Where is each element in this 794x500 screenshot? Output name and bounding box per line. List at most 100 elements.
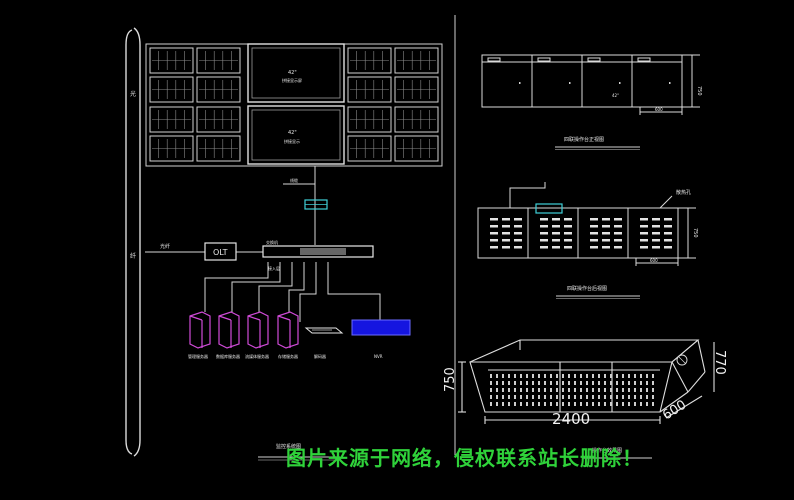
console-3d-slot [568,402,570,406]
console-3d-slot [574,388,576,392]
front-dots [519,82,671,84]
front-dim-height: 750 [696,86,702,96]
console-front-view [481,54,700,115]
wall-monitor-cell [347,47,392,74]
network-switch [262,245,374,258]
console-3d-slot [550,402,552,406]
console-3d-dim-depth: 600 [660,398,689,424]
console-3d-slot [502,374,504,378]
console-3d-slot [598,374,600,378]
console-3d-slot [496,402,498,406]
console-3d-slot [604,374,606,378]
console-3d-slot [586,388,588,392]
console-3d-slot [646,395,648,399]
console-3d-slot [580,388,582,392]
console-3d-slot [610,402,612,406]
rear-vent-slots [490,218,672,249]
console-3d-slot [640,402,642,406]
rear-vent-slot [490,225,498,228]
decoder-device [304,327,344,334]
console-3d-slots [490,374,654,406]
console-3d-slot [532,395,534,399]
console-3d-slot [586,374,588,378]
large-screen-top-size: 42" [288,70,297,76]
rear-vent-slot [590,246,598,249]
wall-monitor-cell [347,76,392,103]
console-3d-slot [532,374,534,378]
console-3d-slot [580,374,582,378]
console-3d-slot [592,374,594,378]
console-3d-slot [652,402,654,406]
console-3d-slot [544,402,546,406]
console-3d-slot [544,395,546,399]
console-3d-slot [628,388,630,392]
wall-monitor-cell [394,106,439,133]
console-3d-slot [610,388,612,392]
console-3d-slot [598,381,600,385]
rear-vent-slot [564,232,572,235]
console-3d-caption: 操作台效果图 [592,447,622,454]
wall-monitor-cell [394,47,439,74]
console-3d-slot [616,402,618,406]
console-3d-slot [532,381,534,385]
device-label-4: 存储服务器 [278,353,298,359]
console-3d-slot [520,381,522,385]
rear-vent-slot [640,225,648,228]
console-3d-slot [592,402,594,406]
console-3d-slot [526,374,528,378]
device-label-5: 解码器 [314,353,326,359]
rear-vent-slot [502,225,510,228]
video-wall: 42" 拼接显示屏 42" 拼接显示 [145,43,443,167]
rear-vent-slot [540,218,548,221]
rear-vent-slot [602,239,610,242]
large-screen-top-name: 拼接显示屏 [282,77,302,83]
console-3d-slot [502,402,504,406]
console-3d-slot [646,388,648,392]
console-3d-slot [544,388,546,392]
rear-vent-slot [652,239,660,242]
console-3d-slot [574,381,576,385]
rear-vent-slot [652,225,660,228]
rear-vent-slot [552,246,560,249]
console-3d-slot [508,381,510,385]
rear-vent-slot [590,232,598,235]
console-3d-slot [598,388,600,392]
rear-vent-slot [614,225,622,228]
console-3d-slot [550,395,552,399]
console-3d-slot [556,381,558,385]
rear-vent-slot [614,239,622,242]
rear-side-label: 散热孔 [676,189,691,196]
console-3d-slot [646,381,648,385]
console-3d-slot [628,395,630,399]
console-3d-slot [574,395,576,399]
console-3d-slot [538,388,540,392]
console-3d-slot [622,374,624,378]
front-note: 42" [612,93,619,98]
console-3d-slot [616,395,618,399]
console-3d-slot [508,388,510,392]
console-3d-slot [490,395,492,399]
rear-vent-slot [590,239,598,242]
wall-monitor-cell [196,106,241,133]
console-3d-slot [544,374,546,378]
console-3d-slot [526,381,528,385]
console-3d-slot [634,381,636,385]
console-3d-slot [622,402,624,406]
rear-vent-slot [552,218,560,221]
console-3d-slot [568,374,570,378]
console-3d-slot [586,381,588,385]
rear-vent-slot [652,246,660,249]
switch-label: 交换机 [266,239,278,245]
rear-vent-slot [664,246,672,249]
console-3d-slot [538,402,540,406]
console-3d-slot [652,388,654,392]
console-3d-slot [586,395,588,399]
console-3d-slot [598,402,600,406]
console-3d-slot [538,395,540,399]
device-label-3: 流媒体服务器 [245,353,269,359]
rear-vent-slot [590,225,598,228]
olt-label: OLT [213,248,228,257]
rear-vent-slot [640,232,648,235]
console-3d-slot [508,395,510,399]
console-3d-dim-side: 770 [712,350,727,375]
